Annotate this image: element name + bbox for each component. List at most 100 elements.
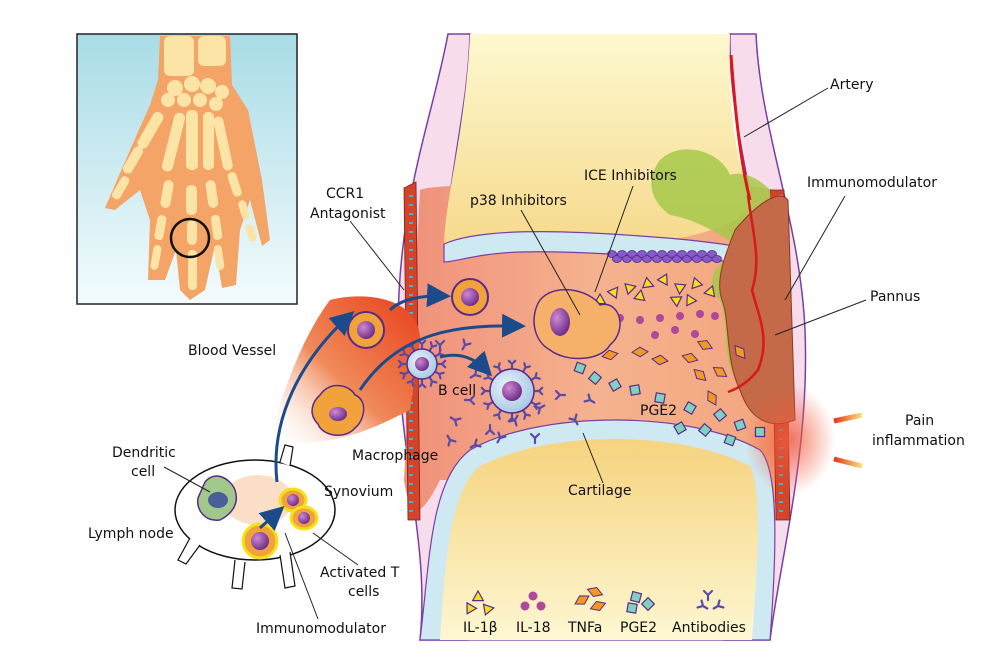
- diamond-shape: [696, 340, 714, 350]
- il18-particle: [691, 330, 699, 338]
- diamond-shape: [712, 366, 728, 378]
- diamond-shape: [631, 346, 649, 358]
- pge2-particle: [673, 421, 687, 435]
- lining-cell-nucleus: [409, 213, 413, 215]
- y-shape: [533, 386, 544, 396]
- erosion-cell: [697, 250, 707, 258]
- triangle-shape: [471, 589, 485, 602]
- tnfa-particle: [574, 595, 590, 605]
- antibody-particle: [449, 416, 462, 427]
- il1b-particle: [641, 276, 655, 289]
- antibody-particle: [434, 370, 445, 380]
- y-shape: [399, 348, 410, 358]
- antibody-particle: [428, 341, 438, 352]
- b-cell-small: [406, 348, 438, 380]
- lining-cell-nucleus: [409, 456, 413, 458]
- y-shape: [496, 431, 507, 444]
- antibody-particle: [530, 401, 541, 410]
- y-shape: [434, 370, 445, 380]
- il18-particle: [711, 312, 719, 320]
- label-activated-t-cells: cells: [348, 584, 379, 600]
- y-shape: [446, 434, 457, 447]
- antibody-particle: [568, 413, 579, 426]
- erosion-cell: [692, 255, 702, 263]
- inflammation-glow: [745, 385, 835, 495]
- antibody-particle: [496, 431, 507, 444]
- eroding-cells: [607, 250, 722, 263]
- y-shape: [483, 401, 494, 410]
- triangle-shape: [632, 288, 646, 302]
- label-ice-inhibitors: ICE Inhibitors: [584, 168, 677, 184]
- lining-cell-nucleus: [409, 483, 413, 485]
- y-shape: [507, 359, 517, 370]
- antibody-particle: [436, 359, 447, 369]
- legend-label: Antibodies: [672, 620, 746, 636]
- legend-item-il1b: IL-1β: [463, 589, 498, 636]
- y-shape: [522, 362, 531, 373]
- il18-particle: [636, 316, 644, 324]
- il1b-particle: [656, 273, 668, 287]
- erosion-cell: [707, 250, 717, 258]
- t-cell-2: [451, 278, 489, 316]
- y-shape: [436, 359, 447, 369]
- legend-label: IL-18: [516, 620, 551, 636]
- lining-cell-nucleus: [409, 510, 413, 512]
- pge2-particle: [733, 418, 747, 432]
- antibody-particle: [469, 438, 482, 449]
- y-shape: [530, 401, 541, 410]
- y-shape: [397, 359, 408, 369]
- y-shape: [696, 599, 709, 610]
- label-immunomodulator-right: Immunomodulator: [807, 175, 937, 191]
- y-shape: [417, 339, 427, 350]
- label-dendritic-cell: cell: [131, 464, 155, 480]
- lining-cell-nucleus: [409, 438, 413, 440]
- il1b-particle: [686, 293, 698, 307]
- lining-cell-nucleus: [409, 249, 413, 251]
- tnfa-particle: [586, 586, 604, 598]
- antibody-particle: [417, 378, 427, 389]
- pge2-particle: [629, 384, 641, 396]
- erosion-cell: [612, 255, 622, 263]
- antibody-particle: [406, 376, 416, 387]
- macrophage-cell: [311, 384, 365, 436]
- lining-cell-nucleus: [779, 510, 783, 512]
- legend-item-tnfa: TNFa: [567, 586, 607, 636]
- lining-cell-nucleus: [409, 240, 413, 242]
- antibody-particle: [522, 362, 531, 373]
- il1b-particle: [606, 286, 619, 300]
- lining-cell-nucleus: [409, 222, 413, 224]
- tnfa-particle: [712, 366, 728, 378]
- triangle-shape: [466, 601, 478, 615]
- triangle-shape: [702, 284, 716, 298]
- antibody-particle: [533, 386, 544, 396]
- antibody-particle: [461, 338, 472, 351]
- diamond-shape: [589, 600, 607, 612]
- legend-item-antibodies: Antibodies: [672, 589, 746, 636]
- lining-cell-nucleus: [409, 195, 413, 197]
- triangle-shape: [606, 286, 619, 300]
- y-shape: [583, 393, 596, 404]
- antibody-particle: [428, 376, 438, 387]
- hand-skeleton-icon: [105, 36, 270, 300]
- lining-cell-nucleus: [409, 258, 413, 260]
- il1b-particle: [673, 283, 687, 296]
- b-cell-large: [489, 368, 535, 414]
- antibody-particle: [484, 423, 496, 436]
- diamond-shape: [693, 368, 707, 382]
- il18-particle: [656, 314, 664, 322]
- tnfa-particle: [631, 346, 649, 358]
- il1b-particle: [632, 288, 646, 302]
- triangle-shape: [691, 276, 704, 290]
- antibody-particle: [507, 412, 517, 423]
- legend-item-il18: IL-18: [516, 591, 551, 636]
- y-shape: [428, 341, 438, 352]
- y-shape: [406, 376, 416, 387]
- y-shape: [554, 389, 567, 401]
- label-macrophage: Macrophage: [352, 448, 438, 464]
- label-dendritic: Dendritic: [112, 445, 176, 461]
- antibody-particle: [483, 401, 494, 410]
- erosion-cell: [687, 250, 697, 258]
- pge2-particle: [754, 426, 766, 438]
- diamond-shape: [601, 349, 619, 361]
- y-shape: [712, 599, 725, 610]
